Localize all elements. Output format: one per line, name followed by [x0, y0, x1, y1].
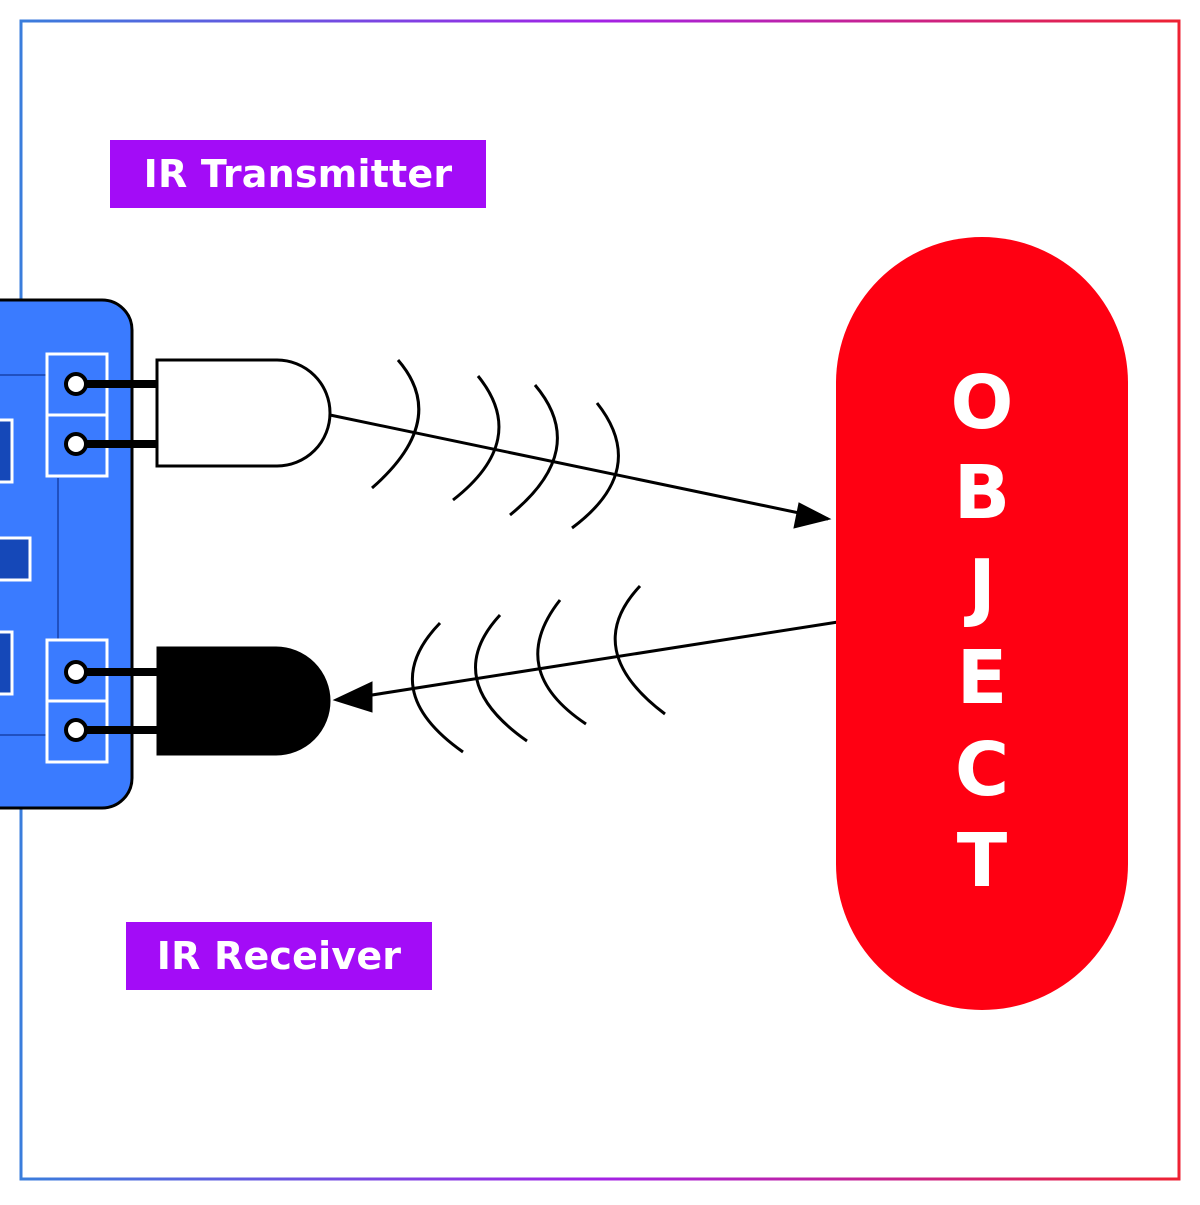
emitted-wave-arc: [371, 359, 421, 490]
object-letter: E: [957, 635, 1008, 721]
object-letter: T: [957, 818, 1008, 904]
emitted-wave-arc: [452, 375, 501, 502]
emitted-ir-signal: [329, 359, 832, 530]
ir-transmitter-label: IR Transmitter: [110, 140, 486, 208]
ir-receiver-label: IR Receiver: [126, 922, 432, 990]
ir-receiver-led: [64, 646, 331, 756]
emitted-wave-arc: [509, 384, 559, 517]
reflected-wave-arc: [410, 621, 464, 754]
reflected-wave-arc: [474, 613, 528, 743]
object-letter: C: [955, 727, 1009, 813]
reflected-ray-arrow: [339, 620, 839, 702]
emitted-wave-arc: [571, 402, 620, 530]
object-letter: O: [951, 360, 1014, 446]
reflected-arrowhead: [332, 681, 373, 713]
board-chip: [0, 630, 14, 696]
reflected-wave-arc: [536, 599, 587, 726]
object-target: O B J E C T: [836, 237, 1128, 1010]
emitted-ray-arrow: [329, 413, 829, 522]
object-letter: B: [954, 450, 1010, 536]
emitted-arrowhead: [793, 502, 832, 529]
board-chip: [0, 536, 32, 582]
reflected-ir-signal: [332, 584, 839, 754]
object-letter: J: [963, 544, 996, 630]
board-chip: [0, 418, 14, 484]
reflected-wave-arc: [613, 584, 666, 716]
